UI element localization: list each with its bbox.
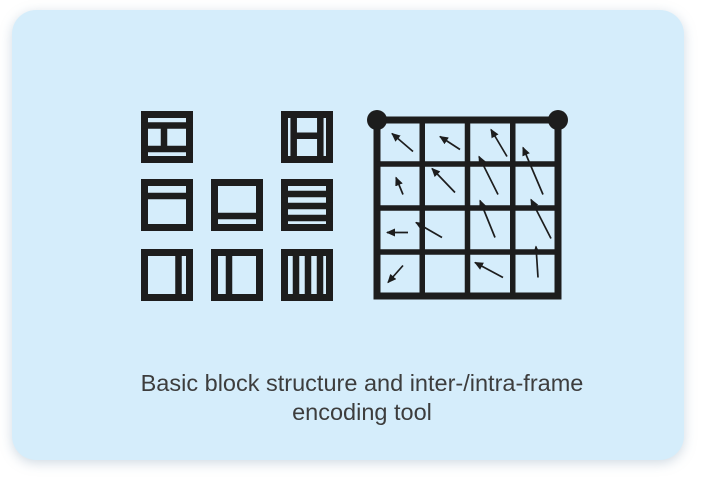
- motion-vector-arrow: [387, 264, 404, 284]
- motion-vector-arrow: [391, 132, 414, 153]
- motion-vector-arrow: [530, 198, 552, 239]
- motion-vector-arrow: [479, 199, 496, 238]
- block-icon-top-strip: [141, 179, 193, 231]
- block-icon-bottom-strip: [211, 179, 263, 231]
- motion-vector-arrow: [415, 221, 443, 239]
- block-icon-right-strip: [141, 249, 193, 301]
- block-icon-left-strip: [211, 249, 263, 301]
- motion-vector-arrow: [490, 128, 508, 157]
- motion-vector-arrow: [522, 146, 544, 195]
- block-icon-three-rows-middle-split: [141, 111, 193, 163]
- motion-vector-arrow: [474, 261, 504, 279]
- block-icon-three-cols-middle-split: [281, 111, 333, 163]
- motion-vector-grid: [367, 110, 568, 300]
- reference-corner-dot: [367, 110, 387, 130]
- block-icon-four-horizontal-bands: [281, 179, 333, 231]
- motion-vector-arrow: [439, 135, 461, 151]
- motion-vector-arrow: [478, 155, 499, 195]
- caption-line-1: Basic block structure and inter-/intra-f…: [140, 370, 584, 396]
- caption-line-2: encoding tool: [292, 398, 432, 425]
- motion-vector-arrow: [395, 176, 404, 195]
- figure-caption: Basic block structure and inter-/intra-f…: [42, 369, 682, 426]
- reference-corner-dot: [548, 110, 568, 130]
- figure-card: Basic block structure and inter-/intra-f…: [12, 10, 684, 460]
- block-icon-four-vertical-bands: [281, 249, 333, 301]
- motion-vector-arrow: [532, 245, 541, 278]
- motion-vector-arrow: [431, 167, 456, 194]
